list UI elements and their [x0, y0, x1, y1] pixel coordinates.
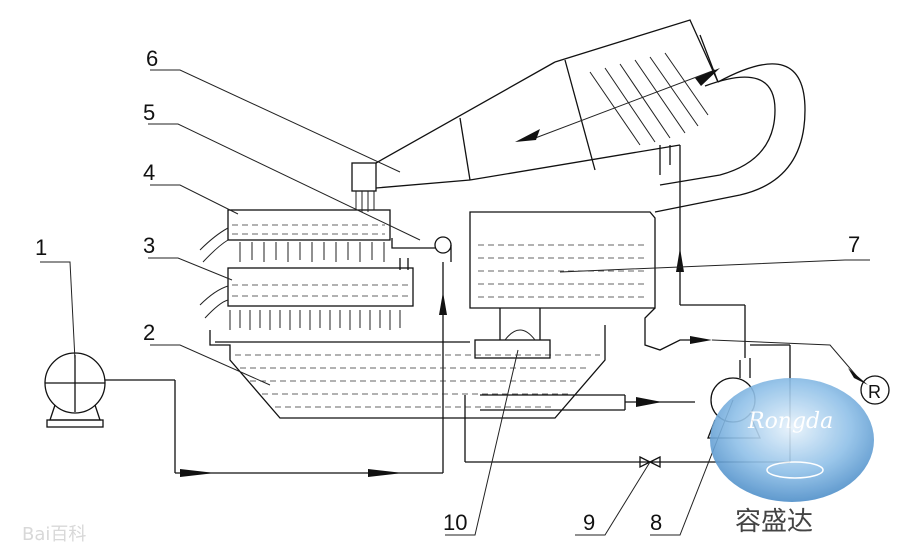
tray-3: [199, 267, 414, 330]
label-9: 9: [583, 510, 595, 535]
logo-latin-text: Rongda: [747, 409, 833, 434]
baidu-watermark: Bai百科: [22, 524, 86, 545]
label-7: 7: [848, 232, 860, 257]
arrow: [695, 68, 720, 86]
blower: [44, 352, 106, 428]
registered-mark: R: [860, 375, 890, 405]
label-5: 5: [143, 100, 155, 125]
air-pipe: [105, 236, 452, 477]
arrow: [439, 292, 447, 315]
arrow: [848, 368, 868, 385]
riser-pipe: [391, 238, 452, 270]
valve: [639, 455, 652, 469]
arrow: [515, 129, 540, 142]
label-2: 2: [143, 320, 155, 345]
label-4: 4: [143, 160, 155, 185]
label-10: 10: [443, 510, 467, 535]
upper-tank: [469, 211, 712, 359]
arrow: [676, 248, 684, 272]
rongda-logo: Rongda: [710, 378, 874, 502]
label-3: 3: [143, 233, 155, 258]
label-6: 6: [146, 46, 158, 71]
arrow: [180, 469, 215, 477]
separator-duct: [375, 19, 806, 305]
registered-mark-text: R: [868, 382, 881, 402]
label-1: 1: [35, 235, 47, 260]
arrow: [690, 336, 712, 344]
spray-nozzle: [351, 162, 377, 212]
tray-4: [199, 209, 391, 263]
logo-cn-text: 容盛达: [735, 507, 813, 537]
valve: [648, 455, 661, 469]
lower-tank: [209, 325, 606, 419]
arrow: [636, 397, 662, 407]
leader-lines: [40, 69, 870, 536]
label-8: 8: [650, 510, 662, 535]
arrow: [368, 469, 403, 477]
